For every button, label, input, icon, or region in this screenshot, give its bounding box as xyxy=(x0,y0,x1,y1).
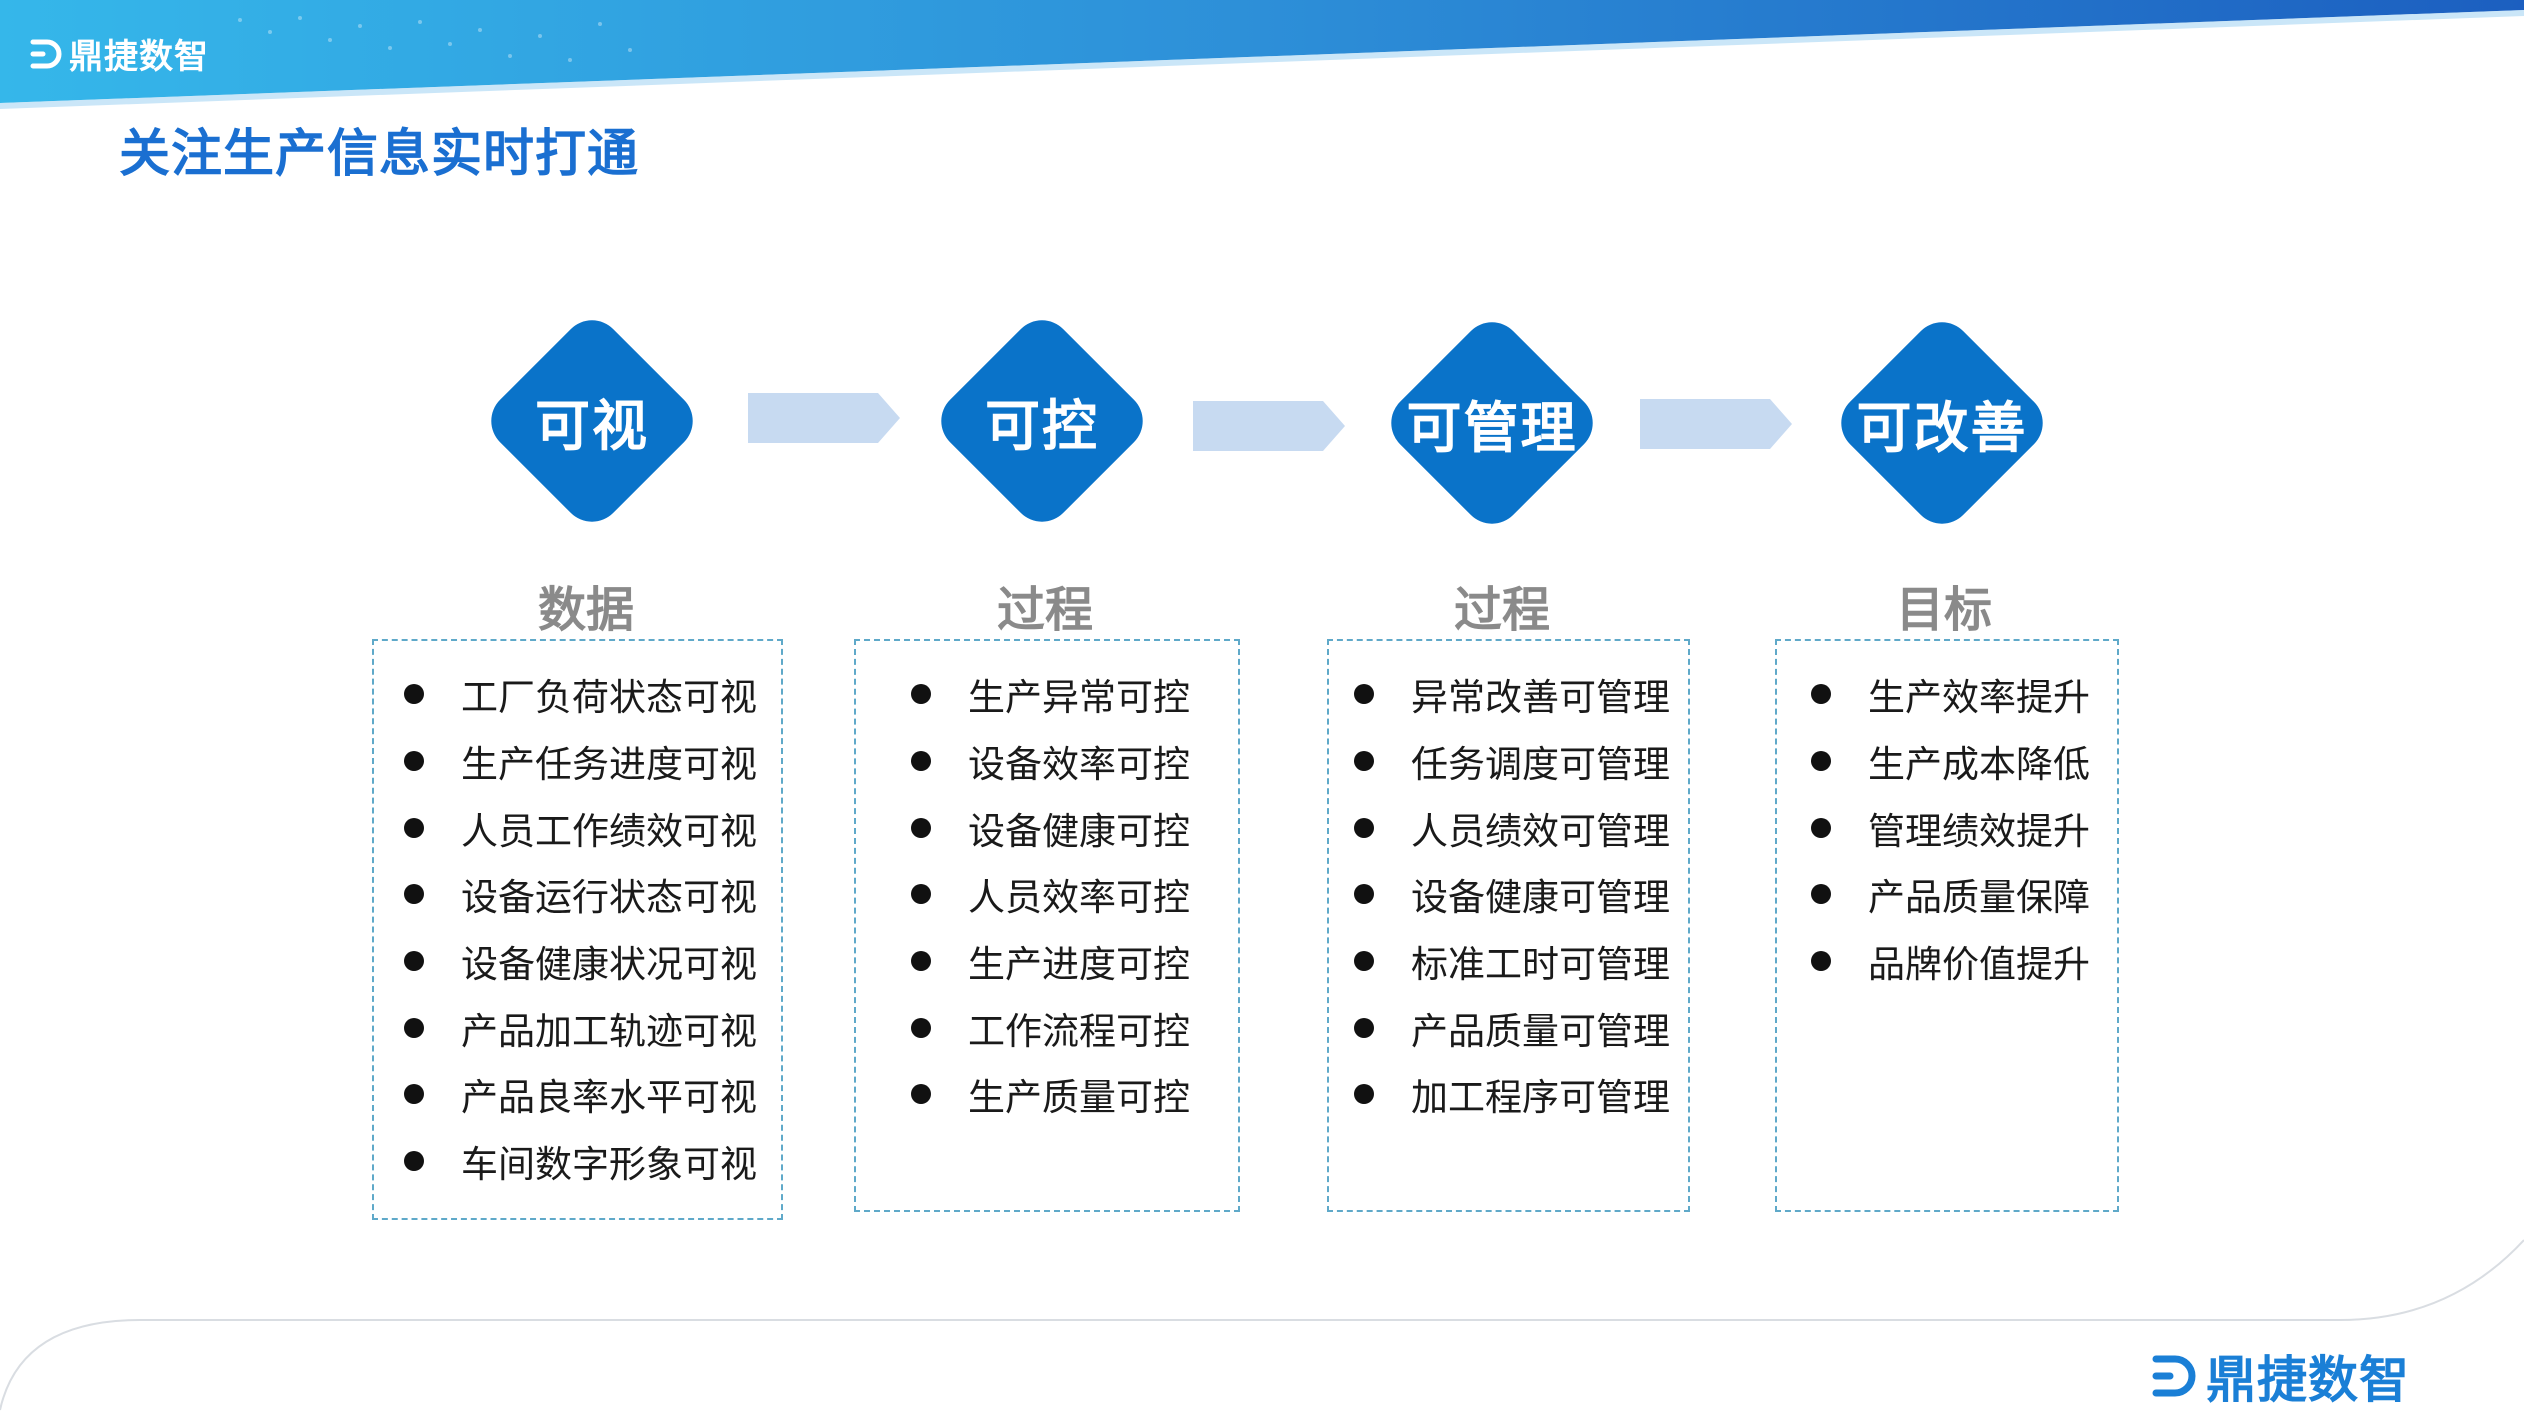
bullet-icon xyxy=(1811,684,1831,705)
stage-3-card: 异常改善可管理 任务调度可管理 人员绩效可管理 设备健康可管理 标准工时可管理 … xyxy=(1327,639,1690,1212)
list-item: 标准工时可管理 xyxy=(1329,928,1688,995)
list-item: 加工程序可管理 xyxy=(1329,1061,1688,1128)
stage-1-list: 工厂负荷状态可视 生产任务进度可视 人员工作绩效可视 设备运行状态可视 设备健康… xyxy=(374,641,781,1195)
stage-4-diamond: 可改善 xyxy=(1807,288,2077,558)
list-item: 任务调度可管理 xyxy=(1329,728,1688,795)
flow-arrow-3 xyxy=(1640,399,1792,449)
list-item: 产品加工轨迹可视 xyxy=(374,994,781,1061)
list-item: 品牌价值提升 xyxy=(1777,928,2117,995)
brand-d-icon xyxy=(30,39,62,68)
stage-2-card: 生产异常可控 设备效率可控 设备健康可控 人员效率可控 生产进度可控 工作流程可… xyxy=(854,639,1240,1212)
stage-1-category: 数据 xyxy=(537,582,634,638)
stage-2-label: 可控 xyxy=(984,394,1099,458)
bullet-icon xyxy=(404,1151,424,1172)
stage-2-diamond: 可控 xyxy=(907,286,1177,556)
stage-4-label: 可改善 xyxy=(1856,396,2028,460)
bullet-icon xyxy=(404,1084,424,1105)
bullet-icon xyxy=(1811,951,1831,972)
bullet-icon xyxy=(911,1084,931,1105)
bullet-icon xyxy=(1354,751,1374,772)
bullet-icon xyxy=(404,884,424,905)
bullet-icon xyxy=(911,1017,931,1038)
bullet-icon xyxy=(1811,751,1831,772)
list-item: 人员工作绩效可视 xyxy=(374,794,781,861)
list-item: 产品质量可管理 xyxy=(1329,994,1688,1061)
bullet-icon xyxy=(404,751,424,772)
stage-4-category: 目标 xyxy=(1895,582,1992,638)
stage-1-label: 可视 xyxy=(534,394,649,458)
top-logo: 鼎捷数智 xyxy=(29,29,209,78)
decorative-arc xyxy=(0,1239,2524,1411)
page-title: 关注生产信息实时打通 xyxy=(119,125,640,184)
bullet-icon xyxy=(1811,884,1831,905)
bullet-icon xyxy=(1354,817,1374,838)
flow-arrow-2 xyxy=(1193,401,1345,451)
stage-4-card: 生产效率提升 生产成本降低 管理绩效提升 产品质量保障 品牌价值提升 xyxy=(1775,639,2119,1212)
bullet-icon xyxy=(911,684,931,705)
bullet-icon xyxy=(1811,817,1831,838)
list-item: 设备健康可控 xyxy=(856,794,1238,861)
bullet-icon xyxy=(911,951,931,972)
bullet-icon xyxy=(404,951,424,972)
list-item: 生产异常可控 xyxy=(856,661,1238,728)
list-item: 车间数字形象可视 xyxy=(374,1128,781,1195)
list-item: 设备运行状态可视 xyxy=(374,861,781,928)
list-item: 生产质量可控 xyxy=(856,1061,1238,1128)
bullet-icon xyxy=(911,751,931,772)
stage-1-card: 工厂负荷状态可视 生产任务进度可视 人员工作绩效可视 设备运行状态可视 设备健康… xyxy=(372,639,783,1220)
stage-2-list: 生产异常可控 设备效率可控 设备健康可控 人员效率可控 生产进度可控 工作流程可… xyxy=(856,641,1238,1128)
list-item: 工厂负荷状态可视 xyxy=(374,661,781,728)
stage-1-diamond: 可视 xyxy=(457,286,727,556)
list-item: 工作流程可控 xyxy=(856,994,1238,1061)
stage-4-list: 生产效率提升 生产成本降低 管理绩效提升 产品质量保障 品牌价值提升 xyxy=(1777,641,2117,994)
list-item: 产品良率水平可视 xyxy=(374,1061,781,1128)
bullet-icon xyxy=(1354,1084,1374,1105)
top-banner xyxy=(0,0,2524,109)
bullet-icon xyxy=(911,884,931,905)
list-item: 生产进度可控 xyxy=(856,928,1238,995)
stage-3-category: 过程 xyxy=(1453,582,1550,638)
stage-3-label: 可管理 xyxy=(1406,396,1578,460)
list-item: 生产成本降低 xyxy=(1777,728,2117,795)
list-item: 产品质量保障 xyxy=(1777,861,2117,928)
bullet-icon xyxy=(1354,884,1374,905)
flow-arrow-1 xyxy=(748,393,900,443)
list-item: 设备健康状况可视 xyxy=(374,928,781,995)
list-item: 生产任务进度可视 xyxy=(374,728,781,795)
list-item: 设备效率可控 xyxy=(856,728,1238,795)
bullet-icon xyxy=(1354,684,1374,705)
list-item: 异常改善可管理 xyxy=(1329,661,1688,728)
bottom-logo-text: 鼎捷数智 xyxy=(2206,1351,2410,1409)
stage-3-diamond: 可管理 xyxy=(1357,288,1627,558)
top-logo-text: 鼎捷数智 xyxy=(69,37,209,77)
bullet-icon xyxy=(1354,951,1374,972)
stage-3-list: 异常改善可管理 任务调度可管理 人员绩效可管理 设备健康可管理 标准工时可管理 … xyxy=(1329,641,1688,1128)
brand-d-icon xyxy=(2152,1355,2196,1397)
list-item: 人员绩效可管理 xyxy=(1329,794,1688,861)
bullet-icon xyxy=(911,817,931,838)
list-item: 设备健康可管理 xyxy=(1329,861,1688,928)
stage-2-category: 过程 xyxy=(996,582,1093,638)
bullet-icon xyxy=(404,684,424,705)
bullet-icon xyxy=(404,1017,424,1038)
bullet-icon xyxy=(1354,1017,1374,1038)
list-item: 管理绩效提升 xyxy=(1777,794,2117,861)
bottom-logo: 鼎捷数智 xyxy=(2150,1340,2410,1412)
bullet-icon xyxy=(404,817,424,838)
list-item: 生产效率提升 xyxy=(1777,661,2117,728)
list-item: 人员效率可控 xyxy=(856,861,1238,928)
